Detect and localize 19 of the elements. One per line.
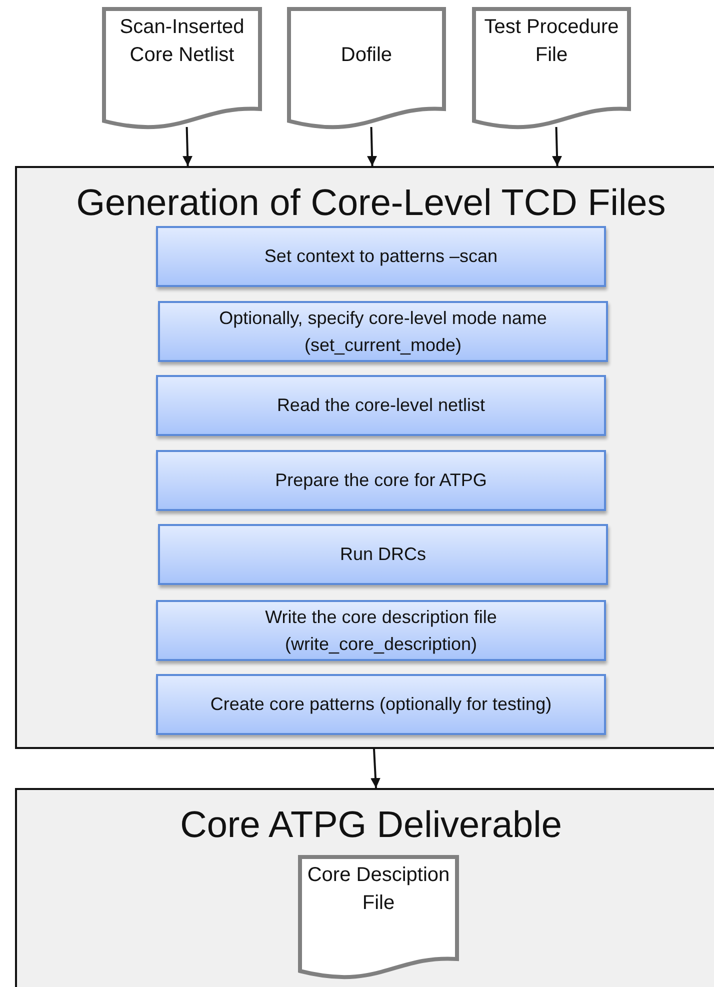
document-label: Dofile bbox=[340, 43, 394, 68]
document-label: Core Desciption File bbox=[306, 863, 451, 916]
process-box: Read the core-level netlist bbox=[156, 375, 606, 436]
process-box: Prepare the core for ATPG bbox=[156, 450, 606, 511]
container-panel bbox=[15, 166, 714, 749]
panel-heading: Generation of Core-Level TCD Files bbox=[75, 182, 667, 224]
process-box: Optionally, specify core-level mode name (set_current_mode) bbox=[158, 301, 608, 362]
process-box: Set context to patterns –scan bbox=[156, 226, 606, 287]
arrow bbox=[367, 126, 377, 166]
document-label: Test Procedure File bbox=[483, 15, 620, 68]
document-label: Scan-Inserted Core Netlist bbox=[118, 15, 246, 68]
process-box: Create core patterns (optionally for testing) bbox=[156, 674, 606, 735]
process-box: Run DRCs bbox=[158, 524, 608, 585]
arrow bbox=[182, 126, 193, 166]
arrow bbox=[370, 748, 380, 788]
container-panel bbox=[15, 788, 714, 987]
process-box: Write the core description file (write_core_description) bbox=[156, 600, 606, 661]
panel-heading: Core ATPG Deliverable bbox=[179, 804, 563, 846]
arrow bbox=[552, 126, 562, 166]
